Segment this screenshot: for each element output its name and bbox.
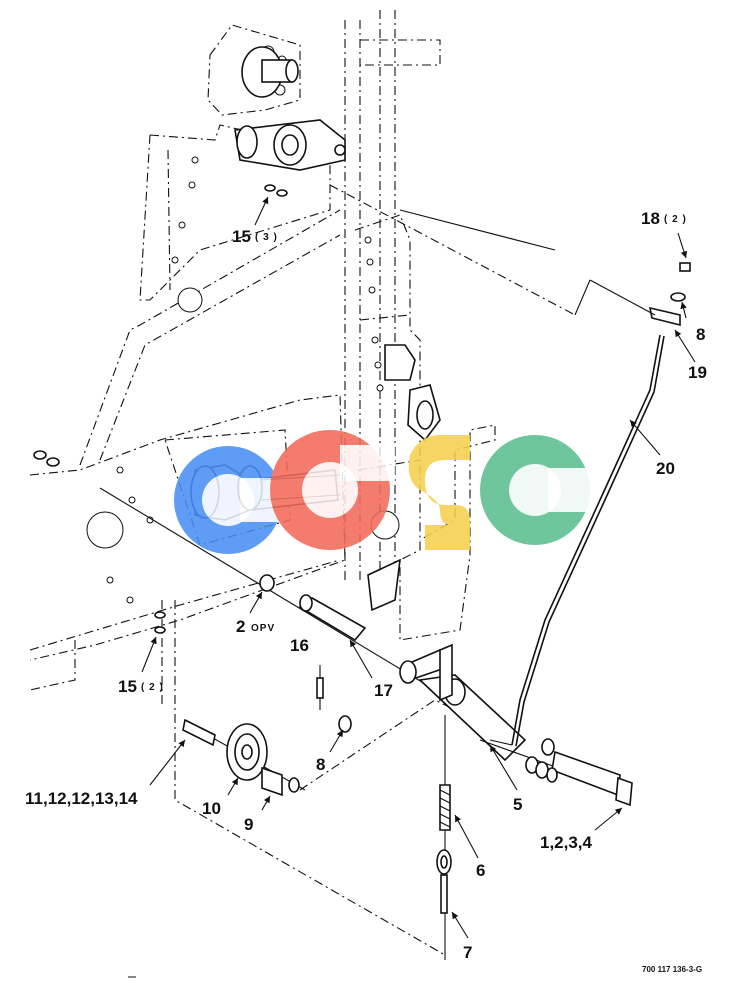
long-bolt [479, 738, 633, 807]
callout-9: 9 [244, 815, 253, 834]
upper-bearing [241, 46, 299, 98]
rod [489, 334, 665, 747]
callout-2-suffix: OPV [251, 623, 275, 634]
callout-16: 16 [290, 636, 309, 655]
callout-11-14: 11,12,12,13,14 [25, 789, 138, 808]
right-bracket [367, 344, 441, 612]
document-number: 700 117 136-3-G [642, 965, 702, 974]
callout-19: 19 [688, 363, 707, 382]
callout-20: 20 [656, 459, 675, 478]
pivot-shaft [99, 487, 461, 706]
callout-18-qty: ( 2 ) [664, 214, 687, 225]
upper-pivot-casting [234, 119, 346, 171]
callout-2: 2 [236, 617, 245, 636]
callout-15-upper: 15 [232, 227, 251, 246]
rod-end-parts [329, 184, 691, 327]
callout-8-mid: 8 [316, 755, 325, 774]
watermark-s [408, 435, 470, 550]
callout-1-4: 1,2,3,4 [540, 833, 593, 852]
watermark-logo [174, 430, 593, 554]
spring-eyebolt [436, 715, 452, 960]
idler-arm [418, 643, 527, 762]
callout-15-lower-qty: ( 2 ) [141, 682, 164, 693]
callout-8-top: 8 [696, 325, 705, 344]
small-washers [33, 184, 288, 634]
leader-arrows [141, 196, 696, 939]
callout-7: 7 [463, 943, 472, 962]
callout-15-upper-qty: ( 3 ) [255, 232, 278, 243]
callout-15-lower: 15 [118, 677, 137, 696]
callout-17: 17 [374, 681, 393, 700]
callout-18: 18 [641, 209, 660, 228]
pulley-assembly [182, 665, 352, 797]
callout-6: 6 [476, 861, 485, 880]
callout-5: 5 [513, 795, 522, 814]
callout-10: 10 [202, 799, 221, 818]
